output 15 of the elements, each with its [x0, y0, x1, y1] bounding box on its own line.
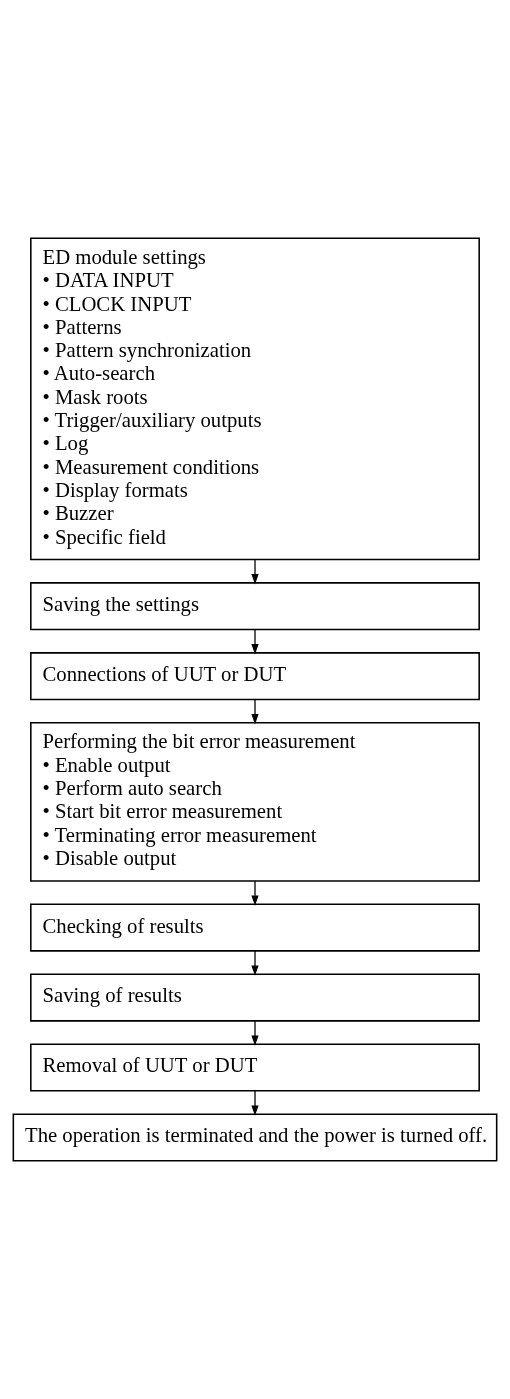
arrow	[251, 628, 259, 655]
arrow	[251, 699, 259, 725]
node-box: The operation is terminated and the power is turned off.	[12, 1113, 498, 1162]
node-box: Connections of UUT or DUT	[30, 652, 480, 701]
arrow	[251, 880, 259, 906]
node-box: Removal of UUT or DUT	[30, 1043, 480, 1092]
node-box: Saving of results	[30, 973, 480, 1022]
node-box: Saving the settings	[30, 582, 480, 631]
node-box: Checking of results	[30, 903, 480, 952]
arrow	[251, 559, 259, 585]
arrow	[251, 950, 259, 976]
arrow	[251, 1020, 259, 1046]
node-box: ED module settings • DATA INPUT • CLOCK INPUT • Patterns • Pattern synchronization • Auto-search • Mask roots • Trigger/auxiliary outputs • Log • Measurement conditions • Display formats • Buzzer • Specific field	[30, 237, 480, 561]
arrow	[251, 1090, 259, 1116]
node-box: Performing the bit error measurement • Enable output • Perform auto search • Start bit error measurement • Terminating error measurement • Disable output	[30, 722, 480, 882]
